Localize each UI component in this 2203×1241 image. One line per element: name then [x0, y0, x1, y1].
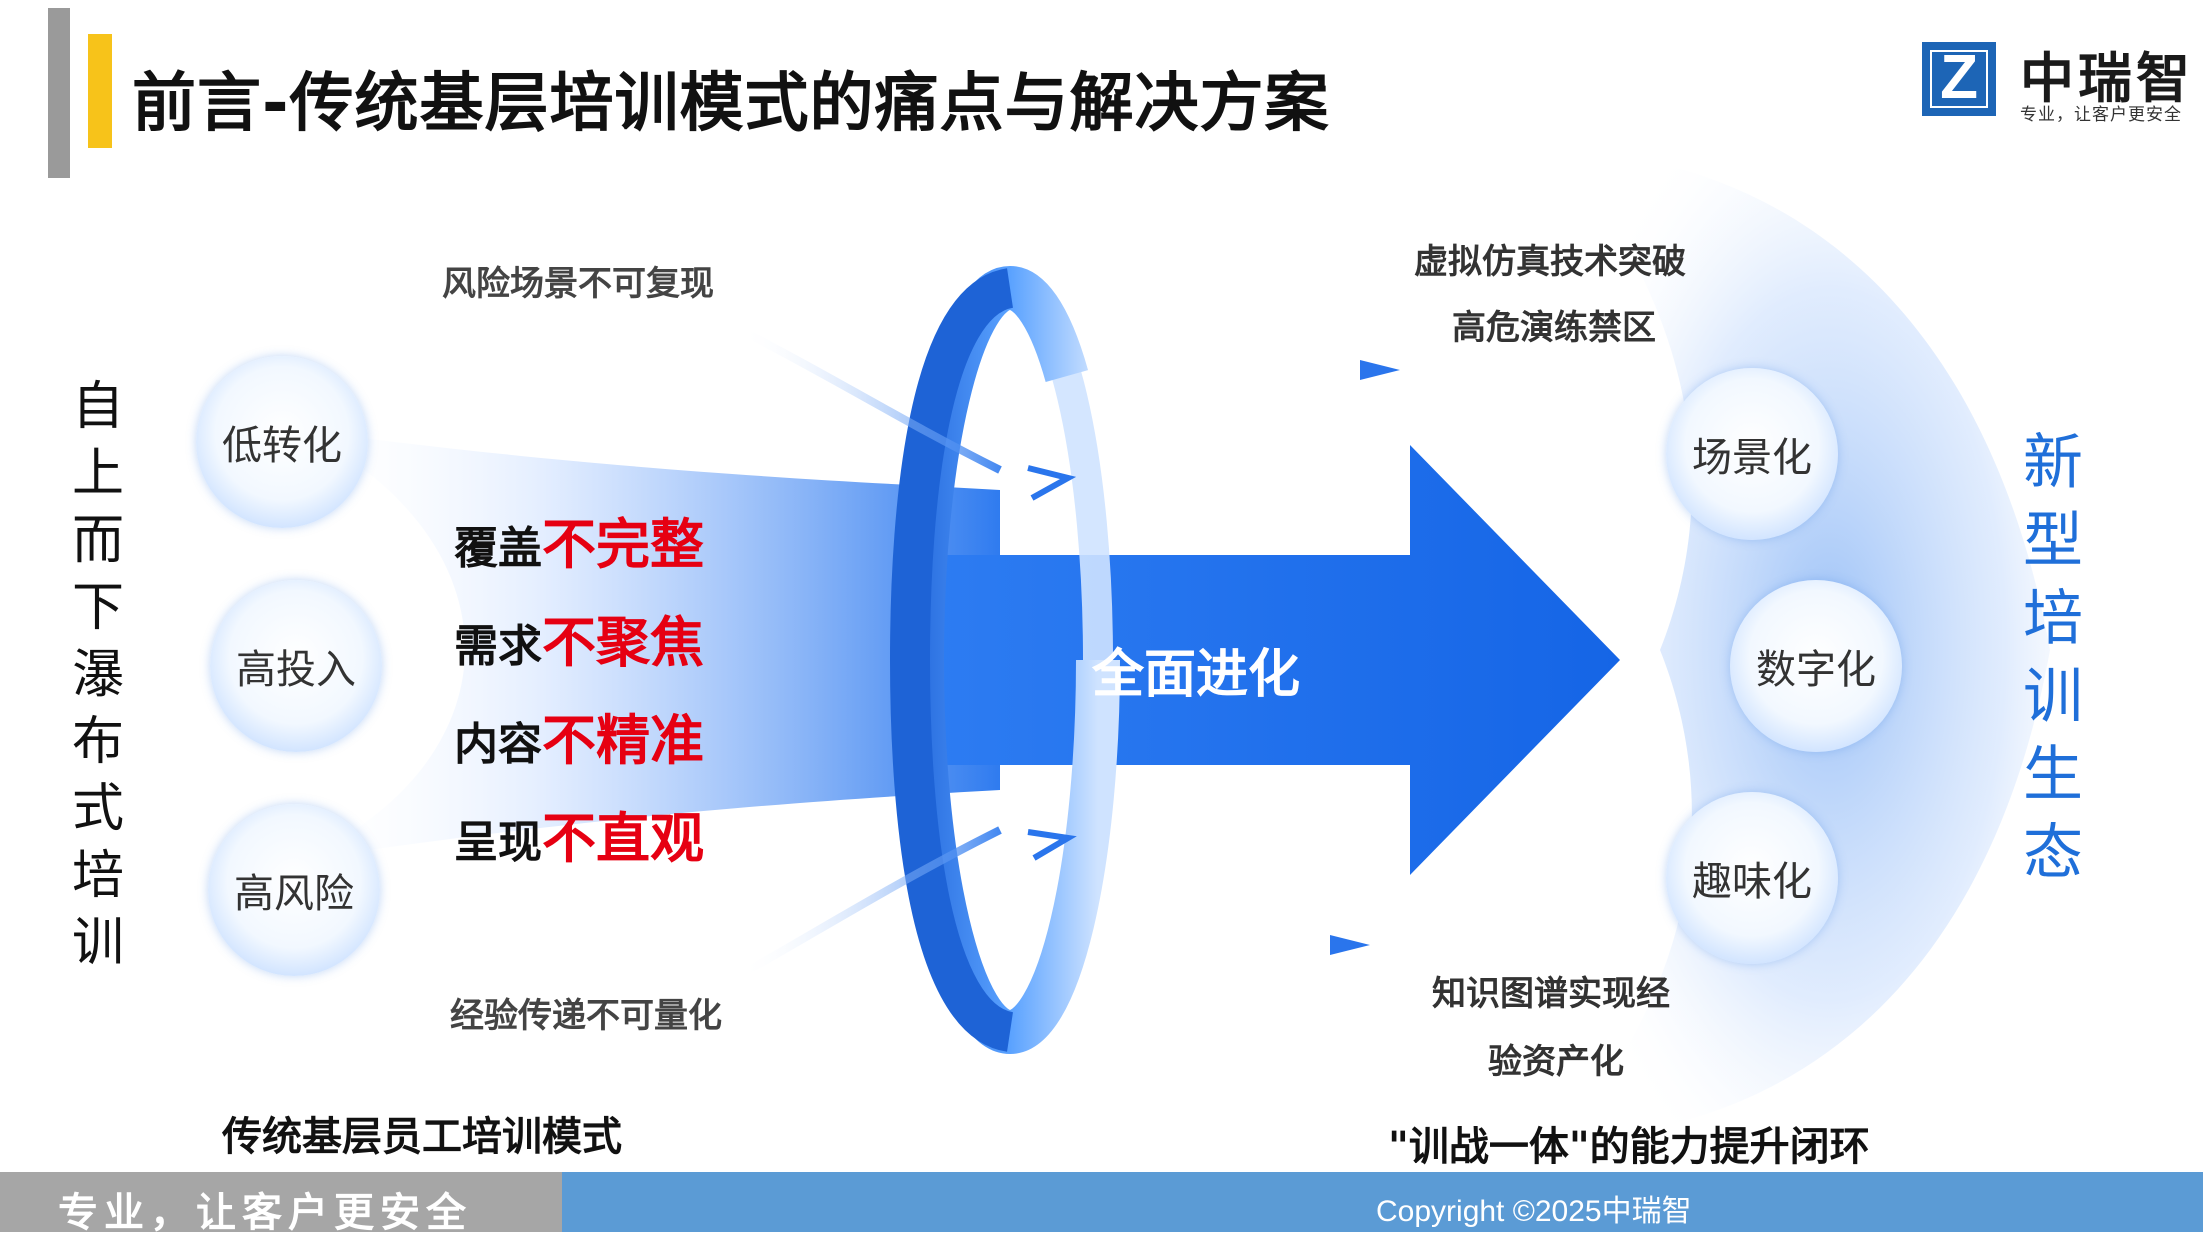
right-vertical-char: 生 [2023, 740, 2083, 810]
title-accent-yellow [88, 34, 112, 148]
arrow-out-bottom [1330, 935, 1370, 955]
inflow-funnel [300, 430, 1000, 860]
left-vertical-label: 自 上 而 下 瀑 布 式 培 训 [68, 374, 128, 977]
bubble-scenario: 场景化 [1666, 368, 1838, 540]
ring-left-edge [889, 268, 1015, 1052]
pain-point-demand: 需求不聚焦 [454, 611, 704, 674]
company-name: 中瑞智 [2020, 47, 2194, 110]
right-vertical-char: 态 [2023, 818, 2083, 888]
bubble-label: 数字化 [1756, 647, 1876, 693]
left-vertical-char: 瀑 [71, 645, 124, 705]
arrow-label: 全面进化 [1092, 645, 1301, 705]
bubble-digital: 数字化 [1730, 580, 1902, 752]
arrow-out-top [1360, 360, 1400, 380]
note-risk-scenario: 风险场景不可复现 [442, 264, 714, 304]
note-virtual-sim-2: 高危演练禁区 [1452, 308, 1656, 348]
bubble-label: 场景化 [1692, 435, 1812, 481]
right-vertical-char: 型 [2023, 506, 2083, 576]
bubble-high-risk: 高风险 [208, 804, 380, 976]
pain-point-presentation: 呈现不直观 [454, 807, 704, 870]
pain-point-coverage: 覆盖不完整 [454, 513, 704, 576]
arrow-in-top [1027, 465, 1077, 501]
page-title: 前言-传统基层培训模式的痛点与解决方案 [132, 67, 1330, 141]
left-vertical-char: 下 [71, 578, 124, 638]
streak-bottom-left [738, 826, 1002, 979]
right-vertical-char: 培 [2023, 584, 2083, 654]
right-vertical-label: 新 型 培 训 生 态 [2018, 424, 2088, 892]
company-logo-icon: Z [1922, 42, 1996, 116]
bubble-label: 趣味化 [1692, 859, 1812, 905]
left-vertical-char: 自 [71, 377, 124, 437]
note-knowledge-graph-1: 知识图谱实现经 [1432, 974, 1670, 1014]
footer-copyright: Copyright ©2025中瑞智 [1376, 1195, 1692, 1228]
footer-slogan: 专业，让客户更安全 [58, 1190, 472, 1236]
main-arrow [930, 445, 1620, 875]
footer-left-band [0, 1172, 562, 1232]
bubble-fun: 趣味化 [1666, 792, 1838, 964]
bubble-low-conversion: 低转化 [196, 356, 368, 528]
left-vertical-char: 培 [71, 846, 124, 906]
caption-traditional-model: 传统基层员工培训模式 [222, 1114, 622, 1160]
note-virtual-sim-1: 虚拟仿真技术突破 [1414, 242, 1686, 282]
left-vertical-char: 而 [71, 511, 124, 571]
right-vertical-char: 训 [2023, 662, 2083, 732]
left-vertical-char: 训 [71, 913, 124, 973]
left-vertical-char: 布 [71, 712, 124, 772]
right-vertical-char: 新 [2023, 428, 2083, 498]
left-vertical-char: 式 [71, 779, 124, 839]
left-vertical-char: 上 [71, 444, 124, 504]
bubble-label: 高风险 [234, 871, 354, 917]
company-slogan: 专业，让客户更安全 [2020, 105, 2182, 125]
bubble-label: 低转化 [222, 423, 342, 469]
streak-top-left [738, 326, 1002, 474]
footer-right-band [562, 1172, 2203, 1232]
bubble-label: 高投入 [236, 647, 356, 693]
note-experience-transfer: 经验传递不可量化 [450, 996, 722, 1036]
title-accent-grey [48, 8, 70, 178]
arrow-in-bottom [1027, 829, 1077, 861]
pain-point-content: 内容不精准 [454, 709, 704, 772]
bubble-high-investment: 高投入 [210, 580, 382, 752]
note-knowledge-graph-2: 验资产化 [1488, 1042, 1624, 1082]
caption-training-loop: "训战一体"的能力提升闭环 [1388, 1124, 1870, 1170]
logo-letter: Z [1940, 43, 1978, 112]
